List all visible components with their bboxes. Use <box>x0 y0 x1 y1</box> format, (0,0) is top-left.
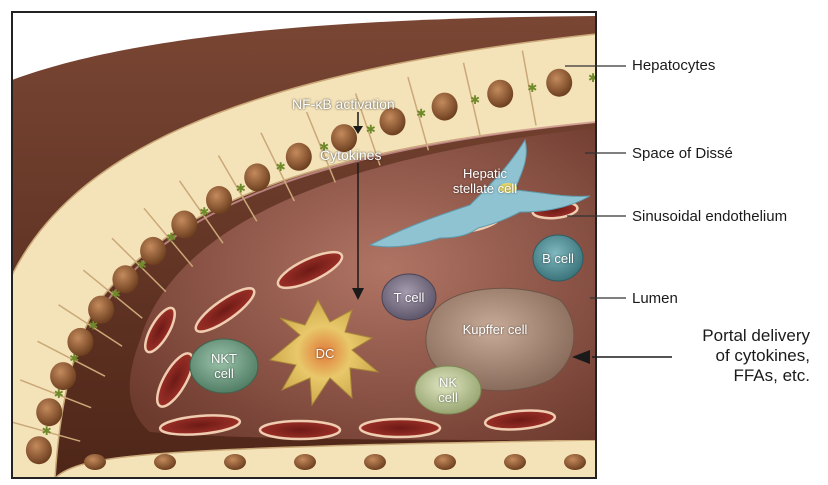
hepatocyte-nucleus <box>364 454 386 470</box>
hepatocyte-nucleus <box>171 211 197 239</box>
hepatocyte-nucleus <box>206 186 232 214</box>
hepatocyte-nucleus <box>487 80 513 108</box>
nk-line-1: NK <box>420 375 476 390</box>
hepatocyte-nucleus <box>154 454 176 470</box>
label-space-of-disse: Space of Dissé <box>632 145 733 162</box>
label-b-cell: B cell <box>533 251 583 266</box>
portal-line-3: FFAs, etc. <box>660 366 810 386</box>
portal-line-2: of cytokines, <box>660 346 810 366</box>
red-blood-cell <box>260 421 340 439</box>
hepatocyte-nucleus <box>294 454 316 470</box>
label-portal-delivery: Portal delivery of cytokines, FFAs, etc. <box>660 326 810 386</box>
hepatocyte-nucleus <box>244 163 270 191</box>
label-nkt-cell: NKT cell <box>194 351 254 381</box>
hepatocyte-nucleus <box>36 398 62 426</box>
hepatocyte-nucleus <box>26 436 52 464</box>
nkt-line-2: cell <box>194 366 254 381</box>
hsc-line-1: Hepatic <box>440 166 530 181</box>
nkt-line-1: NKT <box>194 351 254 366</box>
label-t-cell: T cell <box>383 290 435 305</box>
bile-canaliculus-icon: ✱ <box>416 107 426 121</box>
nk-line-2: cell <box>420 390 476 405</box>
portal-line-1: Portal delivery <box>660 326 810 346</box>
label-cytokines: Cytokines <box>320 147 381 163</box>
hepatocyte-nucleus <box>112 265 138 293</box>
bile-canaliculus-icon: ✱ <box>236 182 246 196</box>
bile-canaliculus-icon: ✱ <box>276 160 286 174</box>
hepatocyte-nucleus <box>84 454 106 470</box>
label-nk-cell: NK cell <box>420 375 476 405</box>
label-kupffer-cell: Kupffer cell <box>440 322 550 337</box>
hepatocyte-nucleus <box>564 454 586 470</box>
hepatocyte-nucleus <box>432 93 458 121</box>
hepatocyte-nucleus <box>224 454 246 470</box>
hsc-line-2: stellate cell <box>440 181 530 196</box>
hepatocyte-nucleus <box>434 454 456 470</box>
hepatocyte-nucleus <box>546 69 572 97</box>
label-hepatocytes: Hepatocytes <box>632 57 715 74</box>
label-nfkb-activation: NF-κB activation <box>292 96 395 112</box>
hepatocyte-nucleus <box>50 362 76 390</box>
bile-canaliculus-icon: ✱ <box>527 81 537 95</box>
bile-canaliculus-icon: ✱ <box>470 93 480 107</box>
label-lumen: Lumen <box>632 290 678 307</box>
red-blood-cell <box>360 419 440 437</box>
label-sinusoidal-endothelium: Sinusoidal endothelium <box>632 208 787 225</box>
hepatocyte-nucleus <box>286 143 312 171</box>
illustration-panel: ✱✱✱✱✱✱✱✱✱✱✱✱✱✱✱✱ <box>7 12 598 478</box>
bile-canaliculus-icon: ✱ <box>366 123 376 137</box>
label-dc: DC <box>300 346 350 361</box>
label-hepatic-stellate-cell: Hepatic stellate cell <box>440 166 530 196</box>
hepatocyte-nucleus <box>504 454 526 470</box>
hepatocyte-nucleus <box>140 237 166 265</box>
